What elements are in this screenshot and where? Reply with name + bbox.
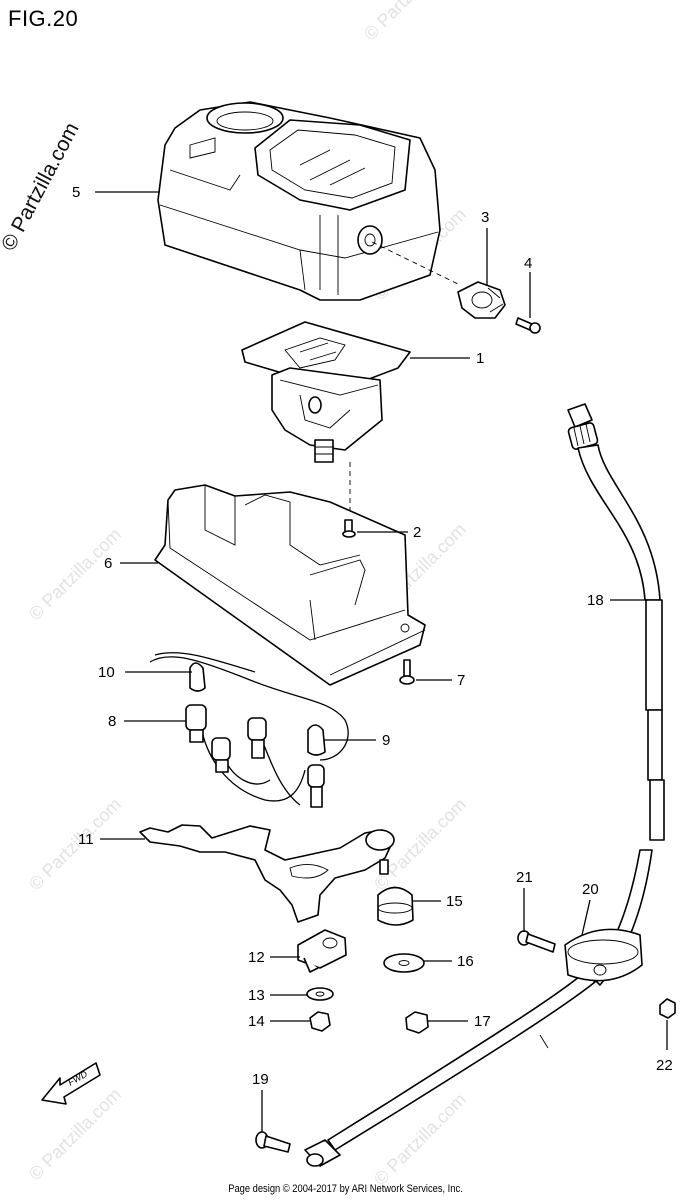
- connector-part-12: [297, 929, 347, 973]
- meter-case-upper: [157, 101, 441, 301]
- damper-part-15: [377, 886, 414, 926]
- washer-part-13: [306, 987, 334, 1001]
- footer-copyright: Page design © 2004-2017 by ARI Network S…: [228, 1183, 463, 1195]
- callout-9: 9: [382, 732, 390, 749]
- leader-lines: [95, 191, 668, 1132]
- callout-2: 2: [413, 524, 421, 541]
- nut-part-22: [659, 998, 676, 1019]
- callout-18: 18: [587, 592, 604, 609]
- speedometer-cable-part-18: [304, 403, 665, 1167]
- meter-assy-part-1: [241, 321, 411, 463]
- callout-15: 15: [446, 893, 463, 910]
- callout-1: 1: [476, 350, 484, 367]
- callout-17: 17: [474, 1013, 491, 1030]
- screw-part-2: [342, 519, 356, 538]
- callout-20: 20: [582, 881, 599, 898]
- callout-labels: 5 1 3 4 2 6 7 10 8 9 11 15 12 16 13 14 1…: [72, 184, 673, 1088]
- bolt-part-21: [517, 930, 556, 953]
- callout-7: 7: [457, 672, 465, 689]
- callout-5: 5: [72, 184, 80, 201]
- figure-title: FIG.20: [8, 6, 79, 31]
- callout-10: 10: [98, 664, 115, 681]
- grommet-part-3: [457, 281, 506, 319]
- callout-12: 12: [248, 949, 265, 966]
- callout-19: 19: [252, 1071, 269, 1088]
- washer-part-16: [383, 953, 425, 973]
- callout-22: 22: [656, 1057, 673, 1074]
- callout-4: 4: [524, 255, 532, 272]
- bracket-part-11: [139, 824, 395, 923]
- nut-part-14: [309, 1011, 331, 1032]
- callout-11: 11: [78, 831, 94, 848]
- screw-part-4: [515, 317, 541, 334]
- callout-6: 6: [104, 555, 112, 572]
- forward-direction-arrow: FWD: [41, 1062, 101, 1105]
- callout-8: 8: [108, 713, 116, 730]
- callout-16: 16: [457, 953, 474, 970]
- callout-3: 3: [481, 209, 489, 226]
- callout-13: 13: [248, 987, 265, 1004]
- screw-part-7: [399, 659, 415, 685]
- clamp-part-20: [564, 928, 643, 982]
- nut-part-17: [405, 1011, 429, 1034]
- wire-harness: [149, 652, 349, 808]
- callout-14: 14: [248, 1013, 265, 1030]
- bolt-part-19: [255, 1131, 291, 1153]
- callout-21: 21: [516, 869, 533, 886]
- meter-case-lower: [154, 484, 426, 686]
